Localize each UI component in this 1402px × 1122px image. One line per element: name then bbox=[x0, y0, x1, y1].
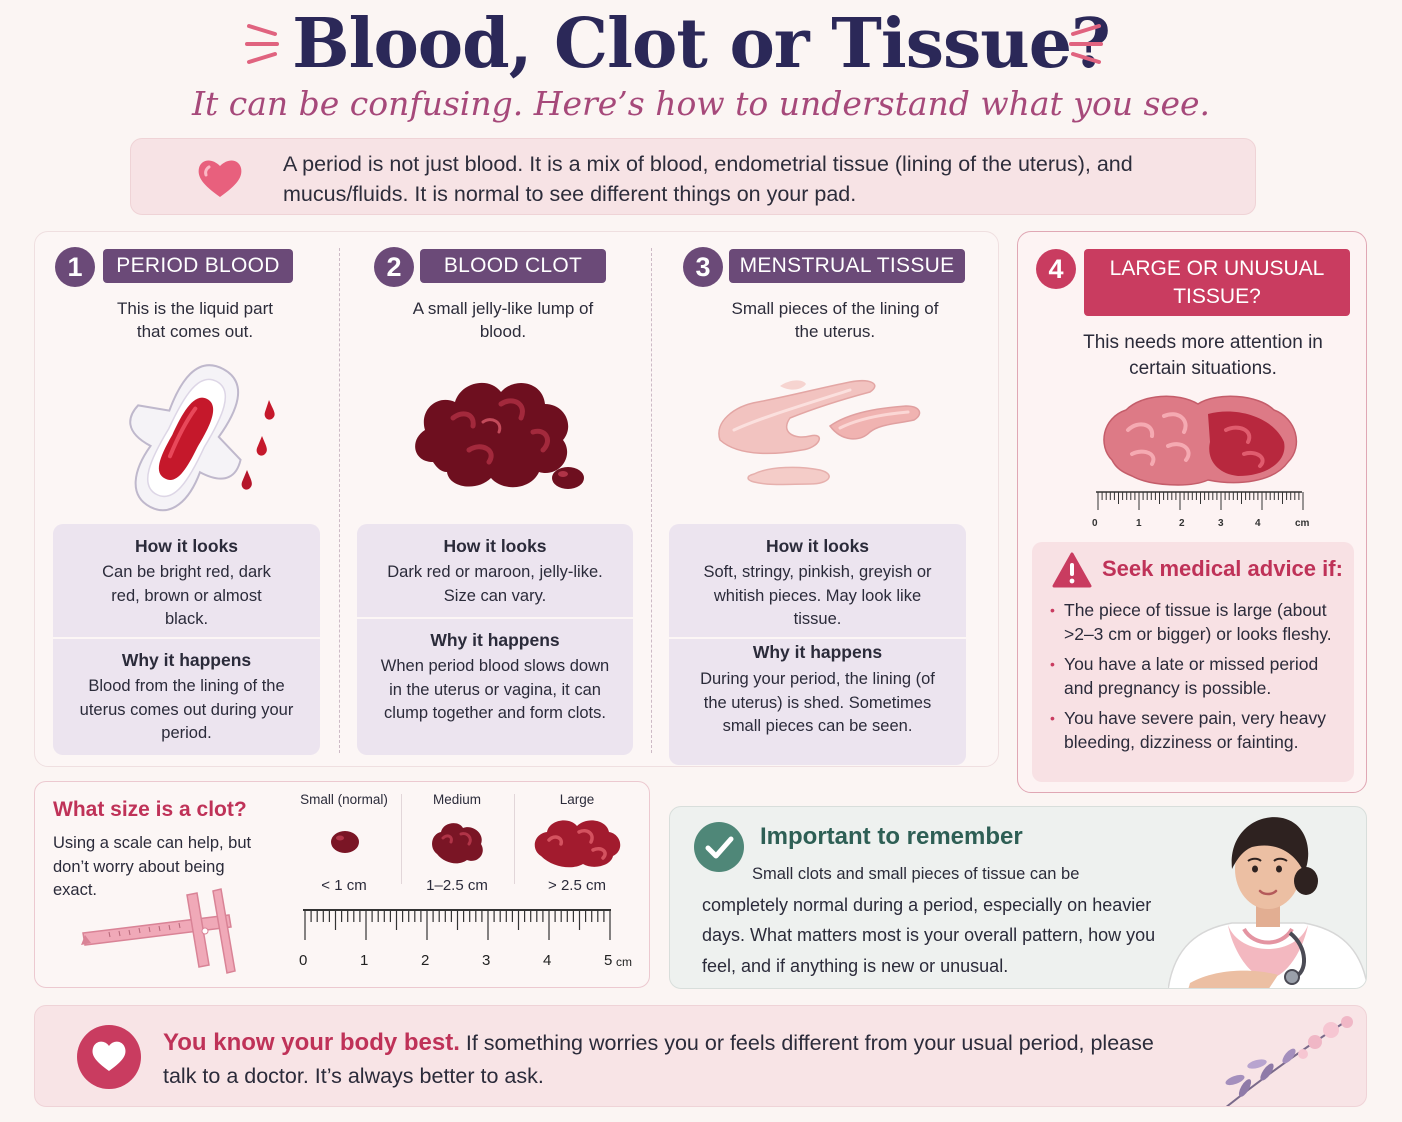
looks-heading: How it looks bbox=[443, 536, 547, 556]
cm-ruler-image bbox=[1096, 491, 1304, 510]
flower-branch-image bbox=[1225, 1016, 1353, 1106]
step-number: 2 bbox=[374, 247, 414, 287]
doctor-illustration-image bbox=[1168, 817, 1366, 988]
remember-text-rest: completely normal during a period, espec… bbox=[702, 894, 1156, 976]
period-blood-info-box: How it looks Can be bright red, dark red… bbox=[53, 524, 320, 755]
heart-icon bbox=[77, 1025, 141, 1089]
ruler-label: 1 bbox=[1136, 518, 1142, 529]
step-label: PERIOD BLOOD bbox=[103, 249, 293, 283]
heart-icon bbox=[198, 160, 242, 197]
ruler-label: 1 bbox=[360, 952, 369, 969]
intro-banner: A period is not just blood. It is a mix … bbox=[130, 138, 1256, 215]
small-clot-image bbox=[331, 831, 359, 853]
step-label: MENSTRUAL TISSUE bbox=[729, 249, 965, 283]
ruler-label: 0 bbox=[299, 952, 308, 969]
warning-icon bbox=[1052, 552, 1092, 588]
footer-rest: If something worries you or feels differ… bbox=[163, 1031, 1154, 1088]
advice-title: Seek medical advice if: bbox=[1102, 556, 1343, 581]
ruler-label: 4 bbox=[1255, 518, 1261, 529]
medium-clot-image bbox=[432, 823, 483, 864]
ruler-label: 4 bbox=[543, 952, 552, 969]
blood-clot-column: 2 BLOOD CLOT A small jelly-like lump of … bbox=[343, 232, 651, 768]
page-title: Blood, Clot or Tissue? bbox=[292, 4, 1111, 84]
ruler-label: cm bbox=[1295, 518, 1310, 529]
size-large: Large > 2.5 cm bbox=[517, 792, 637, 894]
footer-banner: You know your body best. If something wo… bbox=[34, 1005, 1367, 1107]
why-heading: Why it happens bbox=[752, 642, 883, 662]
sparkle-right-icon bbox=[1069, 24, 1103, 64]
size-label: Medium bbox=[432, 792, 481, 807]
large-fleshy-tissue-image bbox=[1103, 395, 1298, 486]
column-divider bbox=[651, 248, 652, 753]
step-description: This is the liquid part that comes out. bbox=[117, 299, 273, 341]
why-text: During your period, the lining (of the u… bbox=[700, 670, 935, 735]
step-label: BLOOD CLOT bbox=[420, 249, 606, 283]
size-medium: Medium 1–2.5 cm bbox=[403, 792, 511, 894]
why-heading: Why it happens bbox=[121, 650, 252, 670]
size-divider bbox=[514, 794, 515, 884]
advice-item: You have severe pain, very heavy bleedin… bbox=[1050, 706, 1350, 754]
size-value: 1–2.5 cm bbox=[426, 877, 488, 894]
ruler-label: 2 bbox=[421, 952, 430, 969]
advice-item: You have a late or missed period and pre… bbox=[1050, 652, 1350, 700]
why-text: When period blood slows down in the uter… bbox=[380, 657, 610, 722]
medical-advice-box: Seek medical advice if: The piece of tis… bbox=[1032, 542, 1354, 782]
pink-tissue-strands-image bbox=[718, 380, 921, 486]
remember-text-first: Small clots and small pieces of tissue c… bbox=[752, 865, 1080, 883]
step-number: 4 bbox=[1036, 249, 1076, 289]
step-description: This needs more attention in certain sit… bbox=[1083, 332, 1323, 379]
dark-red-clot-image bbox=[415, 382, 584, 489]
header: Blood, Clot or Tissue? It can be confusi… bbox=[0, 0, 1402, 135]
remember-text: Small clots and small pieces of tissue c… bbox=[702, 859, 1172, 981]
remember-card: Important to remember Small clots and sm… bbox=[669, 806, 1367, 989]
size-label: Large bbox=[559, 792, 595, 807]
size-label: Small (normal) bbox=[300, 792, 388, 807]
pink-caliper-image bbox=[81, 888, 236, 974]
step-label: LARGE OR UNUSUAL TISSUE? bbox=[1084, 249, 1350, 316]
ruler-label: 0 bbox=[1092, 518, 1098, 529]
looks-text: Soft, stringy, pinkish, greyish or whiti… bbox=[703, 563, 932, 628]
ruler-label: 5 bbox=[604, 952, 613, 969]
sparkle-left-icon bbox=[245, 24, 279, 64]
looks-heading: How it looks bbox=[134, 536, 239, 556]
unusual-tissue-card: 4 LARGE OR UNUSUAL TISSUE? This needs mo… bbox=[1017, 231, 1367, 793]
size-value: > 2.5 cm bbox=[548, 877, 606, 894]
clot-size-card: What size is a clot? Using a scale can h… bbox=[34, 781, 650, 988]
looks-heading: How it looks bbox=[765, 536, 870, 556]
clot-size-text: Using a scale can help, but don’t worry … bbox=[53, 834, 252, 899]
check-circle-icon bbox=[694, 822, 744, 872]
size-value: < 1 cm bbox=[321, 877, 367, 894]
ruler-unit: cm bbox=[616, 955, 632, 969]
ruler-label: 2 bbox=[1179, 518, 1185, 529]
advice-list: The piece of tissue is large (about >2–3… bbox=[1050, 598, 1350, 760]
step-number: 3 bbox=[683, 247, 723, 287]
menstrual-tissue-column: 3 MENSTRUAL TISSUE Small pieces of the l… bbox=[655, 232, 1000, 768]
ruler-label: 3 bbox=[482, 952, 491, 969]
footer-bold: You know your body best. bbox=[163, 1029, 460, 1056]
step-number: 1 bbox=[55, 247, 95, 287]
footer-text: You know your body best. If something wo… bbox=[163, 1026, 1163, 1093]
why-text: Blood from the lining of the uterus come… bbox=[79, 677, 294, 742]
size-small: Small (normal) < 1 cm bbox=[290, 792, 398, 894]
clot-size-title: What size is a clot? bbox=[53, 798, 247, 821]
intro-text: A period is not just blood. It is a mix … bbox=[283, 152, 1133, 206]
advice-item: The piece of tissue is large (about >2–3… bbox=[1050, 598, 1350, 646]
looks-text: Can be bright red, dark red, brown or al… bbox=[102, 563, 271, 628]
step-description: A small jelly-like lump of blood. bbox=[412, 299, 594, 341]
why-heading: Why it happens bbox=[430, 630, 560, 650]
menstrual-tissue-info-box: How it looks Soft, stringy, pinkish, gre… bbox=[669, 524, 966, 765]
page-subtitle: It can be confusing. Here’s how to under… bbox=[191, 84, 1211, 123]
column-divider bbox=[339, 248, 340, 753]
pad-with-blood-drops-image bbox=[129, 364, 275, 512]
large-clot-image bbox=[534, 820, 621, 868]
ruler-label: 3 bbox=[1218, 518, 1224, 529]
size-divider bbox=[401, 794, 402, 884]
looks-text: Dark red or maroon, jelly-like. Size can… bbox=[387, 563, 603, 605]
remember-title: Important to remember bbox=[760, 823, 1023, 850]
types-card: 1 PERIOD BLOOD This is the liquid part t… bbox=[34, 231, 999, 767]
cm-ruler-image bbox=[303, 909, 611, 940]
period-blood-column: 1 PERIOD BLOOD This is the liquid part t… bbox=[35, 232, 335, 768]
blood-clot-info-box: How it looks Dark red or maroon, jelly-l… bbox=[357, 524, 633, 755]
step-description: Small pieces of the lining of the uterus… bbox=[731, 299, 939, 341]
